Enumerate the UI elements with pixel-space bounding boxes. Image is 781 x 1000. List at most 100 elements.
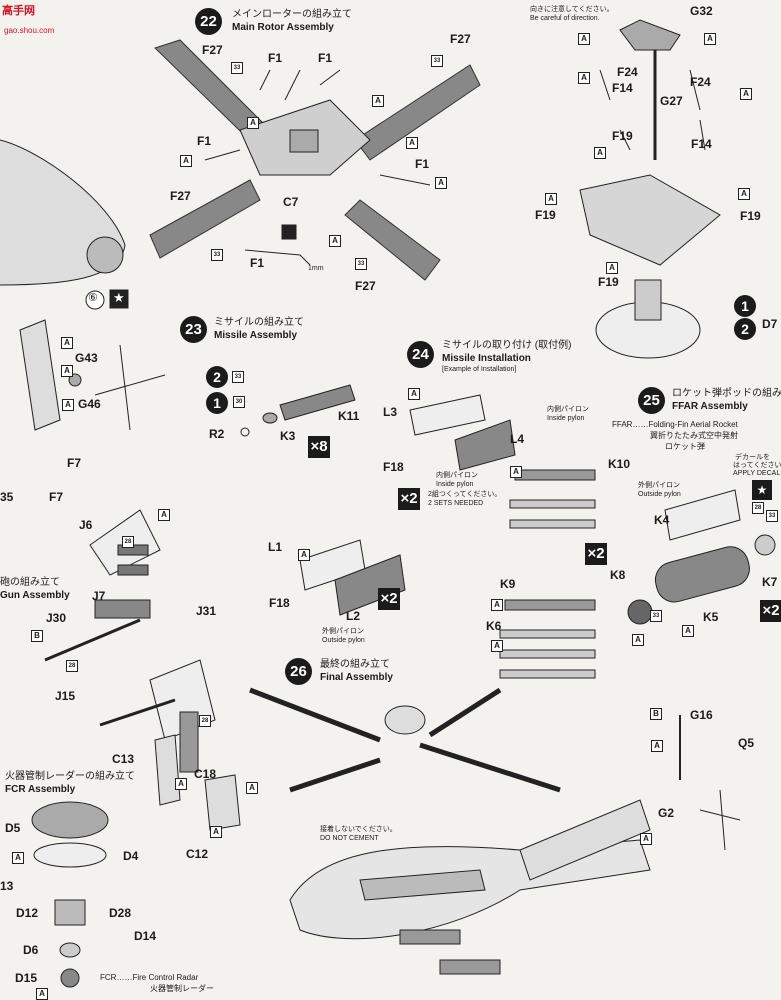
step-25-title-jp: ロケット弾ポッドの組み立て: [672, 388, 781, 399]
part-label: F18: [269, 596, 290, 610]
rotor-links: [204, 69, 431, 186]
color-tag: 28: [66, 660, 78, 672]
color-tag: A: [12, 852, 24, 864]
color-tag: A: [594, 147, 606, 159]
quantity-badge: ×2: [760, 600, 781, 622]
color-tag: A: [435, 177, 447, 189]
color-tag: 33: [650, 610, 662, 622]
color-tag: A: [329, 235, 341, 247]
f1-rod: [244, 249, 311, 266]
part-label: F19: [535, 208, 556, 222]
color-tag: 33: [232, 371, 244, 383]
step-24-title-en: Missile Installation: [442, 353, 531, 364]
l3-pylon: [409, 394, 486, 436]
watermark-logo: 高手网: [2, 5, 35, 17]
color-tag: 33: [231, 62, 243, 74]
rotor-blade-upper-right: [354, 64, 481, 161]
part-label: F19: [612, 129, 633, 143]
part-label: G16: [690, 708, 713, 722]
part-label: F1: [250, 256, 265, 270]
step-22-title-jp: メインローターの組み立て: [232, 9, 352, 20]
part-label: L4: [510, 432, 525, 446]
inside-pylon-jp-a: 内側パイロン: [547, 406, 589, 413]
fcr-title-en: FCR Assembly: [5, 784, 76, 795]
fcr-base: [33, 842, 107, 868]
part-label: K4: [654, 513, 670, 527]
color-tag: A: [682, 625, 694, 637]
part-label: J15: [55, 689, 76, 703]
part-label: D5: [5, 821, 21, 835]
color-tag: A: [578, 33, 590, 45]
hub-center: [289, 129, 319, 153]
step6-marker: [85, 290, 105, 310]
part-label: 35: [0, 490, 14, 504]
part-label: G46: [78, 397, 101, 411]
part-label: F27: [170, 189, 191, 203]
gun-barrel: [44, 618, 141, 662]
color-tag: A: [704, 33, 716, 45]
decal-star-icon: ★: [752, 480, 772, 500]
part-label: F1: [415, 157, 430, 171]
main-rotor-blade-3: [289, 757, 381, 793]
part-label: K8: [610, 568, 626, 582]
part-label: 13: [0, 879, 14, 893]
part-label: D15: [15, 971, 38, 985]
part-label: K11: [338, 409, 360, 423]
tail-fin-left: [19, 319, 61, 431]
part-label: F24: [617, 65, 638, 79]
k4-cover: [664, 489, 741, 541]
color-tag: A: [180, 155, 192, 167]
part-label: K10: [608, 457, 631, 471]
engine-intake: [86, 236, 124, 274]
part-label: C12: [186, 847, 209, 861]
outside-pylon-jp-25: 外側パイロン: [638, 482, 680, 489]
no-cement-jp: 接着しないでください。: [320, 826, 397, 833]
part-label: J31: [196, 604, 217, 618]
color-tag: A: [61, 337, 73, 349]
tail-rotor-final: [699, 789, 741, 851]
turret-barrel: [99, 698, 176, 727]
part-label: R2: [209, 427, 225, 441]
part-label: F19: [598, 275, 619, 289]
l2-pylon: [334, 554, 406, 616]
color-tag: 28: [199, 715, 211, 727]
part-label: F7: [49, 490, 64, 504]
paint-1-circle: 1: [734, 295, 756, 317]
part-label: K9: [500, 577, 516, 591]
part-label: K6: [486, 619, 502, 633]
part-label: F14: [612, 81, 633, 95]
weapon-pod-2: [439, 959, 501, 975]
part-label: G43: [75, 351, 98, 365]
color-tag: 33: [211, 249, 223, 261]
part-label: F1: [268, 51, 283, 65]
color-tag: A: [545, 193, 557, 205]
part-label: D4: [123, 849, 139, 863]
part-label: F27: [450, 32, 471, 46]
part-label: G32: [690, 4, 713, 18]
part-label: L1: [268, 540, 283, 554]
decal-note-jp1: デカールを: [735, 454, 770, 461]
color-tag: 30: [233, 396, 245, 408]
part-label: F27: [202, 43, 223, 57]
k8-cap: [627, 599, 653, 625]
part-label: F24: [690, 75, 711, 89]
l4-pylon: [454, 419, 516, 471]
tail-rotor-left: [94, 344, 166, 431]
f1-mark: [281, 224, 297, 240]
color-tag: 28: [122, 536, 134, 548]
color-tag: A: [408, 388, 420, 400]
missile-rack-1: [509, 469, 596, 529]
missile-rack-2: [499, 599, 596, 679]
mast-radar: [384, 705, 426, 735]
paint-2-circle: 2: [734, 318, 756, 340]
quantity-badge: ×2: [585, 543, 607, 565]
rotor-blade-lower-left: [149, 179, 261, 259]
main-rotor-blade-1: [249, 687, 381, 743]
fcr-definition: FCR……Fire Control Radar: [100, 973, 199, 982]
step-24-badge: 24: [407, 341, 434, 368]
color-tag: A: [491, 599, 503, 611]
part-label: J7: [92, 589, 106, 603]
c13-part: [154, 734, 181, 806]
gun-title-jp: 砲の組み立て: [0, 577, 60, 588]
ffar-definition: FFAR……Folding-Fin Aerial Rocket: [612, 420, 738, 429]
